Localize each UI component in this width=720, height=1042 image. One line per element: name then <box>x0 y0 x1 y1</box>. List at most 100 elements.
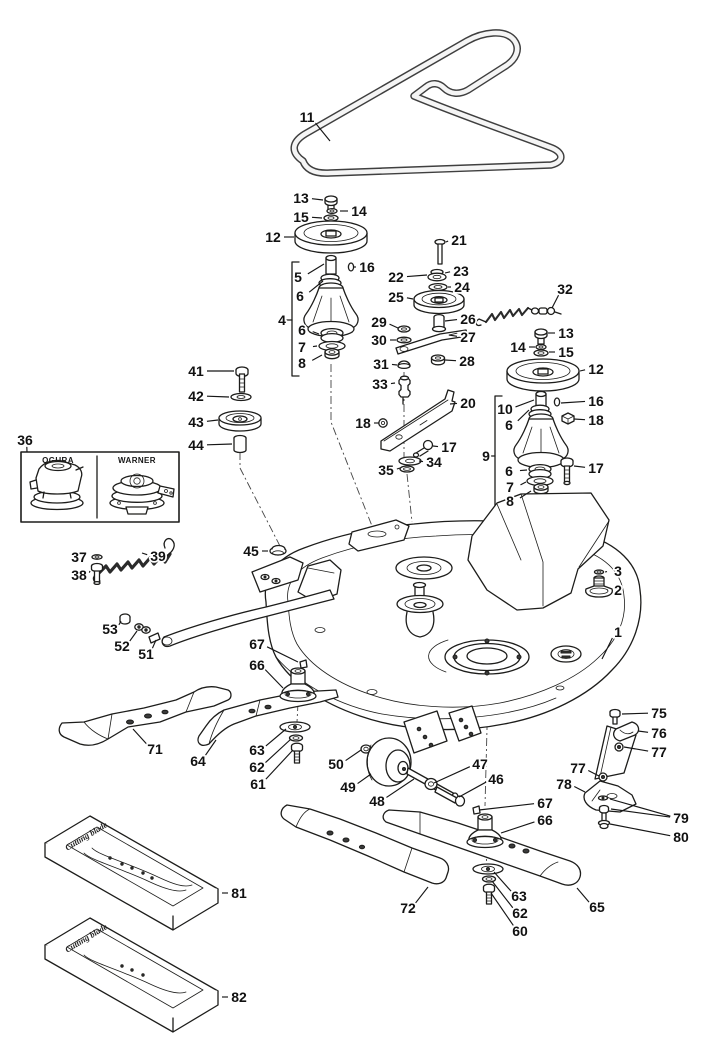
part-number-label: 77 <box>570 760 586 776</box>
part-number-label: 22 <box>388 269 404 285</box>
part-number-label: 6 <box>298 322 306 338</box>
part-number-label: 43 <box>188 414 204 430</box>
part-number-label: 78 <box>556 776 572 792</box>
part-number-label: 35 <box>378 462 394 478</box>
blade-bolt-stack-right <box>472 863 504 905</box>
mulch-plug-bracket-group <box>583 708 640 830</box>
part-number-label: 26 <box>460 311 476 327</box>
leader-line <box>576 887 590 903</box>
leader-line <box>311 354 323 361</box>
part-number-label: 49 <box>340 779 356 795</box>
ogura-clutch-drawing <box>29 459 84 511</box>
leader-line <box>609 798 671 817</box>
part-number-label: 80 <box>673 829 689 845</box>
anti-scalp-wheel-assembly <box>360 737 466 807</box>
part-number-label: 45 <box>243 543 259 559</box>
part-number-label: 72 <box>400 900 416 916</box>
leader-line <box>396 467 401 470</box>
part-number-label: 41 <box>188 363 204 379</box>
part-number-label: 79 <box>673 810 689 826</box>
part-number-label: 17 <box>441 439 457 455</box>
part-number-label: 50 <box>328 756 344 772</box>
leader-line <box>265 738 292 763</box>
part-number-label: 16 <box>588 393 604 409</box>
part-number-label: 8 <box>298 355 306 371</box>
part-number-label: 6 <box>296 288 304 304</box>
part-number-label: 7 <box>298 339 306 355</box>
leader-line <box>204 739 217 757</box>
leader-line <box>406 297 414 300</box>
leader-line <box>573 418 586 421</box>
part-number-label: 8 <box>506 493 514 509</box>
leader-line <box>308 280 324 293</box>
part-number-label: 48 <box>369 793 385 809</box>
part-number-label: 14 <box>351 203 367 219</box>
leader-line <box>493 871 512 892</box>
leader-line <box>357 773 372 785</box>
part-number-label: 28 <box>459 353 475 369</box>
leader-line <box>579 369 586 372</box>
leader-line <box>560 400 586 404</box>
leader-line <box>601 637 613 660</box>
leader-line <box>520 481 527 486</box>
blade-hub-upper <box>279 659 317 703</box>
leader-line <box>311 198 324 201</box>
warner-label: WARNER <box>118 456 156 465</box>
leader-line <box>307 263 325 275</box>
part-number-label: 75 <box>651 705 667 721</box>
leader-line <box>206 419 219 422</box>
part-number-label: 13 <box>293 190 309 206</box>
part-number-label: 65 <box>589 899 605 915</box>
part-number-label: 11 <box>300 109 315 125</box>
leader-line <box>621 712 649 715</box>
part-number-label: 63 <box>511 888 527 904</box>
belt-guard-bracket <box>378 389 456 473</box>
leader-line <box>389 323 399 329</box>
leader-line <box>432 445 439 448</box>
part-number-label: 1 <box>614 624 622 640</box>
part-number-label: 29 <box>371 314 387 330</box>
leader-line <box>449 402 458 405</box>
leader-line <box>491 880 514 909</box>
part-number-label: 3 <box>614 563 622 579</box>
leader-line <box>517 409 530 422</box>
part-number-label: 71 <box>147 741 163 757</box>
part-number-label: 31 <box>373 356 389 372</box>
part-number-label: 23 <box>453 263 469 279</box>
drive-belt <box>290 29 565 177</box>
leader-line <box>519 490 532 499</box>
part-number-label: 53 <box>102 621 118 637</box>
part-number-label: 33 <box>372 376 388 392</box>
leader-line <box>519 469 528 472</box>
leader-line <box>415 886 429 904</box>
leader-line <box>406 274 428 278</box>
part-number-label: 30 <box>371 332 387 348</box>
part-number-label: 63 <box>249 742 265 758</box>
leader-line <box>458 781 487 798</box>
leader-line <box>390 382 396 385</box>
part-number-label: 51 <box>138 646 154 662</box>
leader-line <box>266 646 299 663</box>
leader-line <box>588 769 600 777</box>
part-number-label: 44 <box>188 437 204 453</box>
part-number-label: 77 <box>651 744 667 760</box>
part-number-label: 16 <box>359 259 375 275</box>
leader-line <box>141 552 148 556</box>
leader-line <box>490 892 514 926</box>
part-number-label: 18 <box>355 415 371 431</box>
part-number-label: 10 <box>497 401 513 417</box>
leader-line <box>444 359 457 362</box>
part-number-label: 15 <box>558 344 574 360</box>
part-number-label: 14 <box>510 339 526 355</box>
leader-line <box>574 785 586 793</box>
leader-line <box>623 746 649 752</box>
part-number-label: 60 <box>512 923 528 939</box>
part-number-label: 12 <box>588 361 604 377</box>
leader-line <box>265 749 294 780</box>
blade-bolt-stack-left <box>279 721 311 764</box>
part-number-label: 2 <box>614 582 622 598</box>
tension-idler-assembly <box>218 366 262 454</box>
part-number-label: 4 <box>278 312 286 328</box>
cap-plug <box>269 544 287 556</box>
